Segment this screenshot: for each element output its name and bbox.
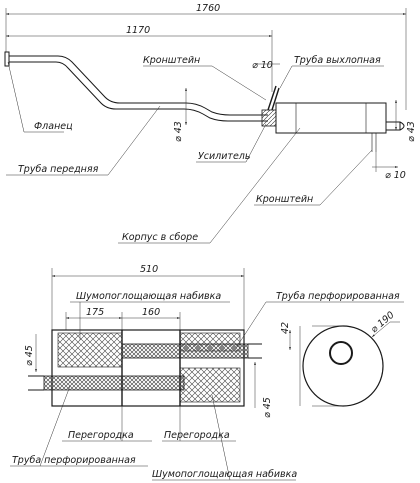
seg1-text: 175: [86, 307, 104, 318]
leader-body-assembly: Корпус в сборе: [118, 127, 301, 244]
leader-partition-left: Перегородка: [62, 406, 152, 442]
leader-bracket-bottom: Кронштейн: [254, 149, 373, 206]
dim-body-length: 510: [51, 264, 245, 330]
leader-sound-packing-bottom: Шумопоглощающая набивка: [152, 394, 297, 481]
dim-outlet-pipe-dia: ⌀ 45: [254, 362, 273, 418]
label-bracket-bottom: Кронштейн: [256, 194, 313, 205]
label-exhaust-pipe: Труба выхлопная: [294, 55, 381, 66]
leader-perf-pipe-bottom: Труба перфорированная: [10, 385, 148, 467]
dim-front-pipe-length: 1170: [6, 25, 273, 92]
leader-sound-packing-top: Шумопоглощающая набивка: [70, 291, 230, 340]
label-partition-right: Перегородка: [164, 430, 230, 441]
total-length-text: 1760: [196, 3, 220, 14]
tail-pipe: [371, 121, 405, 152]
leader-flange: Фланец: [7, 61, 73, 133]
outlet-pipe-dia-text: ⌀ 45: [262, 397, 273, 418]
leader-perf-pipe-top: Труба перфорированная: [235, 291, 404, 349]
end-view: ⌀ 190: [299, 310, 400, 407]
label-bracket-top: Кронштейн: [143, 55, 200, 66]
leader-bracket-top: Кронштейн: [143, 55, 267, 101]
dim-bracket-dia: ⌀ 10: [372, 152, 406, 181]
body-dia-text: ⌀ 190: [369, 310, 397, 336]
muffler-section: [28, 329, 262, 407]
label-partition-left: Перегородка: [68, 430, 134, 441]
label-sound-packing-bottom: Шумопоглощающая набивка: [152, 469, 297, 480]
dim-offset: 42: [280, 322, 291, 350]
reinforcement: [261, 85, 280, 127]
label-perf-pipe-bottom: Труба перфорированная: [12, 455, 136, 466]
front-pipe-dia-text: ⌀ 43: [173, 121, 184, 142]
label-flange: Фланец: [34, 121, 73, 132]
bracket-dia-text: ⌀ 10: [385, 170, 406, 181]
dim-tailpipe-dia: ⌀ 10: [252, 60, 280, 71]
leader-front-pipe: Труба передняя: [6, 105, 161, 176]
dim-outlet-dia: ⌀ 43: [395, 100, 417, 142]
front-pipe-length-text: 1170: [126, 25, 150, 36]
label-sound-packing-top: Шумопоглощающая набивка: [76, 291, 221, 302]
dim-seg1: 175: [65, 307, 123, 330]
seg2-text: 160: [142, 307, 160, 318]
dim-total-length: 1760: [5, 3, 407, 110]
tailpipe-dia-text: ⌀ 10: [252, 60, 273, 71]
body-length-text: 510: [140, 264, 158, 275]
muffler-body-top: [275, 102, 387, 134]
label-perf-pipe-top: Труба перфорированная: [276, 291, 400, 302]
leader-exhaust-pipe: Труба выхлопная: [279, 55, 384, 89]
leader-reinforcement: Усилитель: [196, 123, 267, 163]
label-body-assembly: Корпус в сборе: [122, 232, 198, 243]
outlet-dia-text: ⌀ 43: [406, 121, 417, 142]
dim-inlet-dia: ⌀ 45: [24, 334, 37, 372]
dim-front-pipe-dia: ⌀ 43: [173, 88, 187, 142]
flange: [4, 51, 10, 67]
offset-text: 42: [280, 322, 291, 334]
label-reinforcement: Усилитель: [198, 151, 250, 162]
label-front-pipe: Труба передняя: [18, 164, 99, 175]
leader-partition-right: Перегородка: [162, 406, 236, 442]
front-pipe: [9, 55, 268, 122]
inlet-dia-text: ⌀ 45: [24, 345, 35, 366]
dim-seg2: 160: [122, 307, 181, 330]
